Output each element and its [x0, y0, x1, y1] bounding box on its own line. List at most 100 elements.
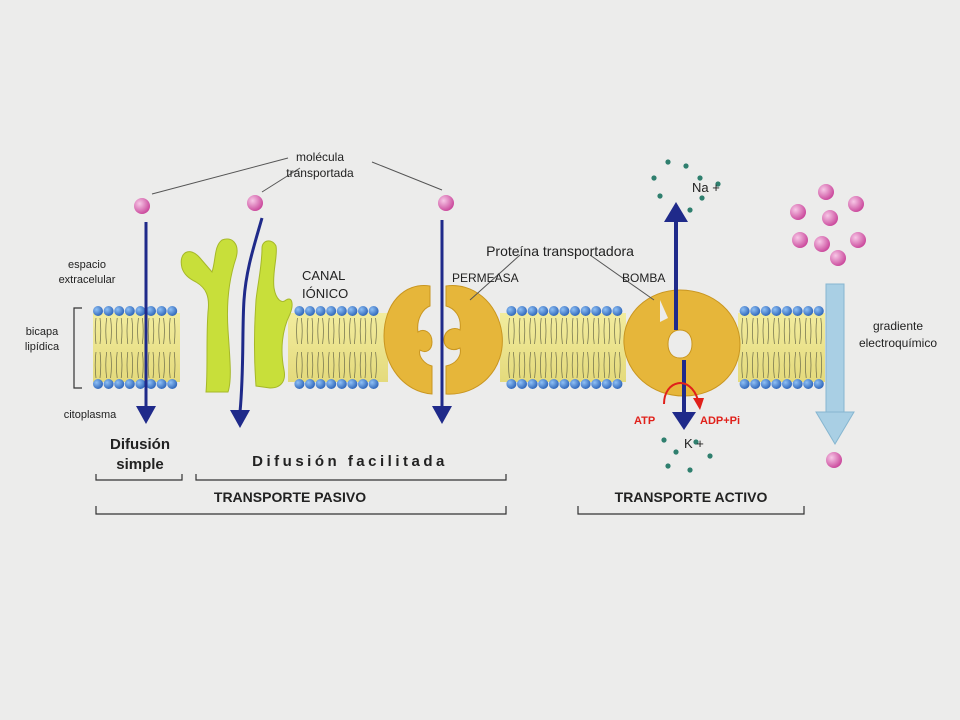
lipid-tail [571, 351, 574, 379]
lipid-tail [799, 351, 801, 379]
lipid-head [548, 306, 559, 316]
lipid-tails [94, 317, 822, 379]
lipid-tail [359, 317, 362, 345]
lipid-tail [809, 351, 812, 379]
lipid-head [517, 306, 527, 316]
lipid-head [570, 379, 580, 389]
cytoplasm-label: citoplasma [64, 409, 117, 421]
lipid-tail [746, 351, 748, 379]
lipid-tail [110, 317, 112, 345]
lipid-head [601, 379, 612, 389]
lipid-head [368, 379, 379, 389]
lipid-head [538, 379, 549, 389]
lipid-tail [147, 317, 150, 345]
permease-right-half [443, 285, 503, 395]
gradient-molecule [848, 196, 864, 212]
passive-transport-bracket [95, 506, 507, 515]
sodium-ions [651, 159, 721, 213]
protein-label-connectors [469, 254, 655, 301]
lipid-tail [619, 317, 621, 345]
lipid-tail [582, 317, 584, 345]
lipid-tail [301, 317, 303, 345]
lipid-head [803, 379, 814, 389]
lipid-tail [116, 317, 118, 345]
lipid-head [739, 306, 750, 316]
lipid-heads [93, 306, 824, 389]
lipid-tail [359, 351, 362, 379]
lipid-tail [603, 317, 606, 345]
channel-right-subunit [254, 240, 293, 389]
lipid-head [580, 306, 591, 316]
lipid-tail [544, 351, 547, 379]
molecule-permease [438, 195, 454, 211]
lipid-tail [756, 317, 759, 345]
lipid-head [358, 306, 368, 316]
lipid-tail [375, 351, 377, 379]
lipid-tail [741, 351, 743, 379]
lipid-tail [126, 317, 129, 345]
lipid-tail [540, 351, 542, 379]
lipid-tail [523, 351, 526, 379]
lipid-tail [820, 351, 822, 379]
lipid-tail [529, 317, 531, 345]
lipid-tail [116, 351, 118, 379]
lipid-tail [301, 351, 303, 379]
electrochemical-gradient [790, 184, 866, 468]
lipid-tail [788, 351, 791, 379]
simple-diffusion-arrowhead [136, 406, 156, 424]
lipid-tail [767, 317, 769, 345]
lipid-tail [364, 351, 367, 379]
lipid-tail [158, 351, 160, 379]
gradient-molecule [814, 236, 830, 252]
lipid-tail [370, 317, 372, 345]
gradient-label-line1: gradiente [873, 319, 923, 333]
lipid-tail [120, 351, 123, 379]
lipid-tail [142, 351, 144, 379]
lipid-tail [752, 317, 754, 345]
channel-arrowhead [230, 410, 250, 428]
passive-transport-label: TRANSPORTE PASIVO [214, 489, 366, 505]
lipid-tail [152, 317, 155, 345]
lipid-tail [163, 351, 165, 379]
lipid-tail [593, 351, 595, 379]
lipid-tail [550, 351, 553, 379]
gradient-arrow-shaft [825, 283, 845, 415]
atp-hydrolysis-arrowhead [693, 398, 704, 410]
pump-label: BOMBA [622, 271, 665, 285]
lipid-tail [508, 317, 510, 345]
molecule-label-connectors [151, 157, 443, 195]
lipid-tail [343, 351, 345, 379]
lipid-tail [332, 351, 335, 379]
lipid-tail [173, 317, 176, 345]
adp-label: ADP+Pi [700, 415, 740, 427]
lipid-tail [173, 351, 176, 379]
lipid-head [368, 306, 379, 316]
lipid-head [527, 379, 538, 389]
channel-label-line1: CANAL [302, 268, 345, 283]
lipid-tail [587, 351, 589, 379]
lipid-head [167, 379, 178, 389]
pump-arrows [663, 202, 704, 430]
pump-cleft [660, 300, 668, 322]
lipid-head [813, 379, 824, 389]
lipid-tail [783, 351, 786, 379]
permease-left-half [383, 285, 433, 395]
lipid-tail [94, 351, 97, 379]
lipid-tail [158, 317, 160, 345]
lipid-head [326, 379, 337, 389]
gradient-molecule [850, 232, 866, 248]
lipid-tail [783, 317, 786, 345]
lipid-head [612, 379, 623, 389]
lipid-tail [597, 351, 600, 379]
lipid-tail [508, 351, 510, 379]
lipid-tail [576, 351, 579, 379]
lipid-tail [550, 317, 553, 345]
lipid-tail [152, 351, 155, 379]
lipid-tail [99, 351, 102, 379]
lipid-head [135, 306, 146, 316]
lipid-head [358, 379, 368, 389]
channel-label-line2: IÓNICO [302, 286, 348, 301]
lipid-tail [375, 317, 377, 345]
lipid-head [591, 379, 602, 389]
